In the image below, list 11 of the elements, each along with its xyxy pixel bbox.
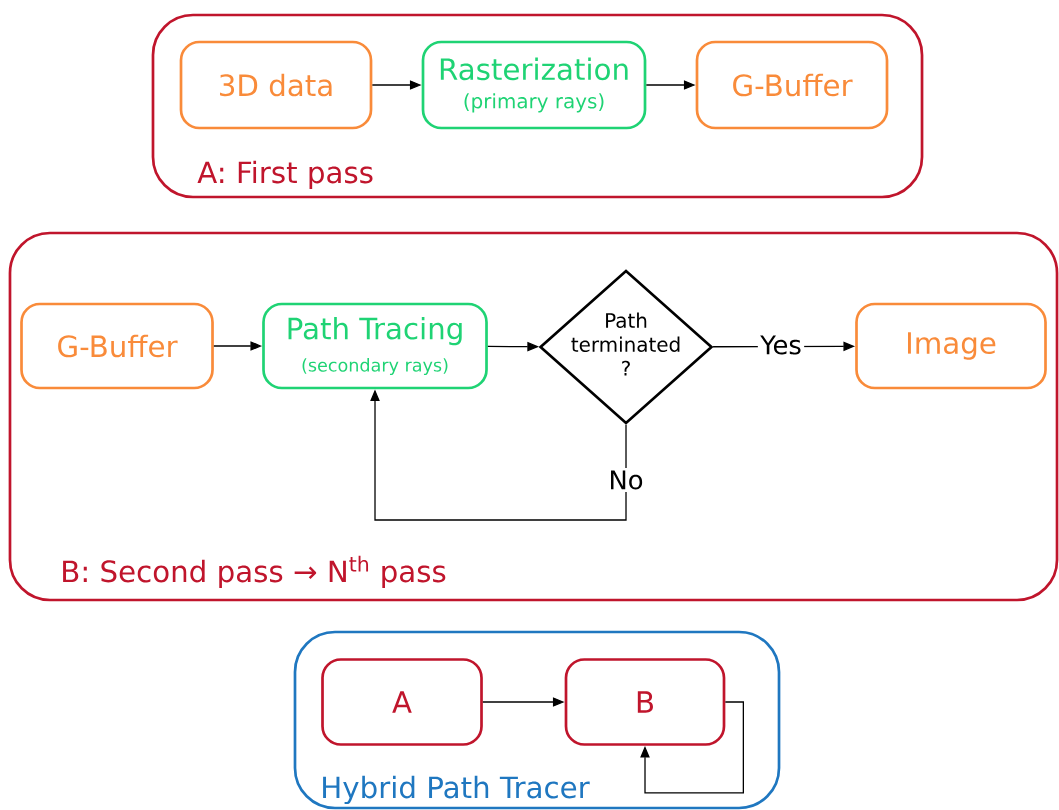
process-box: G-Buffer <box>20 302 214 390</box>
loop-arrow <box>640 701 744 794</box>
edge-label: Yes <box>757 333 805 357</box>
process-box: Image <box>855 302 1047 390</box>
process-box: 3D data <box>179 40 373 130</box>
process-box: Path Tracing (secondary rays) <box>262 302 488 390</box>
edge-label: No <box>606 468 646 492</box>
process-box: A <box>321 658 483 746</box>
process-box: Rasterization (primary rays) <box>421 40 647 130</box>
process-box: B <box>564 658 726 746</box>
process-box: G-Buffer <box>695 40 889 130</box>
